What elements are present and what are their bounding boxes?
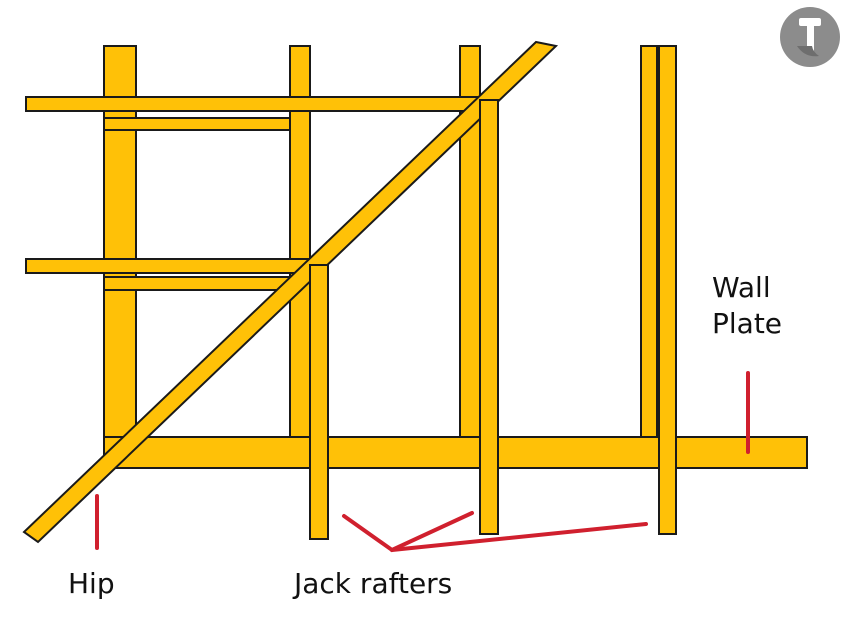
- common-rafter-4: [640, 45, 658, 465]
- jack-rafter-3: [658, 45, 677, 535]
- hammer-logo-icon: [780, 7, 840, 67]
- lower-ridge-board: [25, 258, 311, 274]
- wall-plate-label-line1: Wall: [712, 271, 771, 304]
- wall-plate-label-line2: Plate: [712, 307, 783, 340]
- common-rafter-1: [103, 45, 137, 465]
- jack-rafter-pointer-long: [390, 522, 648, 552]
- lower-collar: [103, 276, 291, 291]
- wall-plate: [103, 436, 808, 469]
- jack-rafters-label: Jack rafters: [294, 567, 453, 600]
- upper-ridge-board: [25, 96, 483, 112]
- jack-rafter-1: [309, 264, 329, 540]
- wall-plate-label: Wall Plate: [712, 270, 782, 342]
- jack-rafter-2: [479, 99, 499, 535]
- hip-label: Hip: [68, 567, 115, 600]
- hip-rafter: [22, 40, 559, 544]
- upper-collar: [103, 117, 291, 131]
